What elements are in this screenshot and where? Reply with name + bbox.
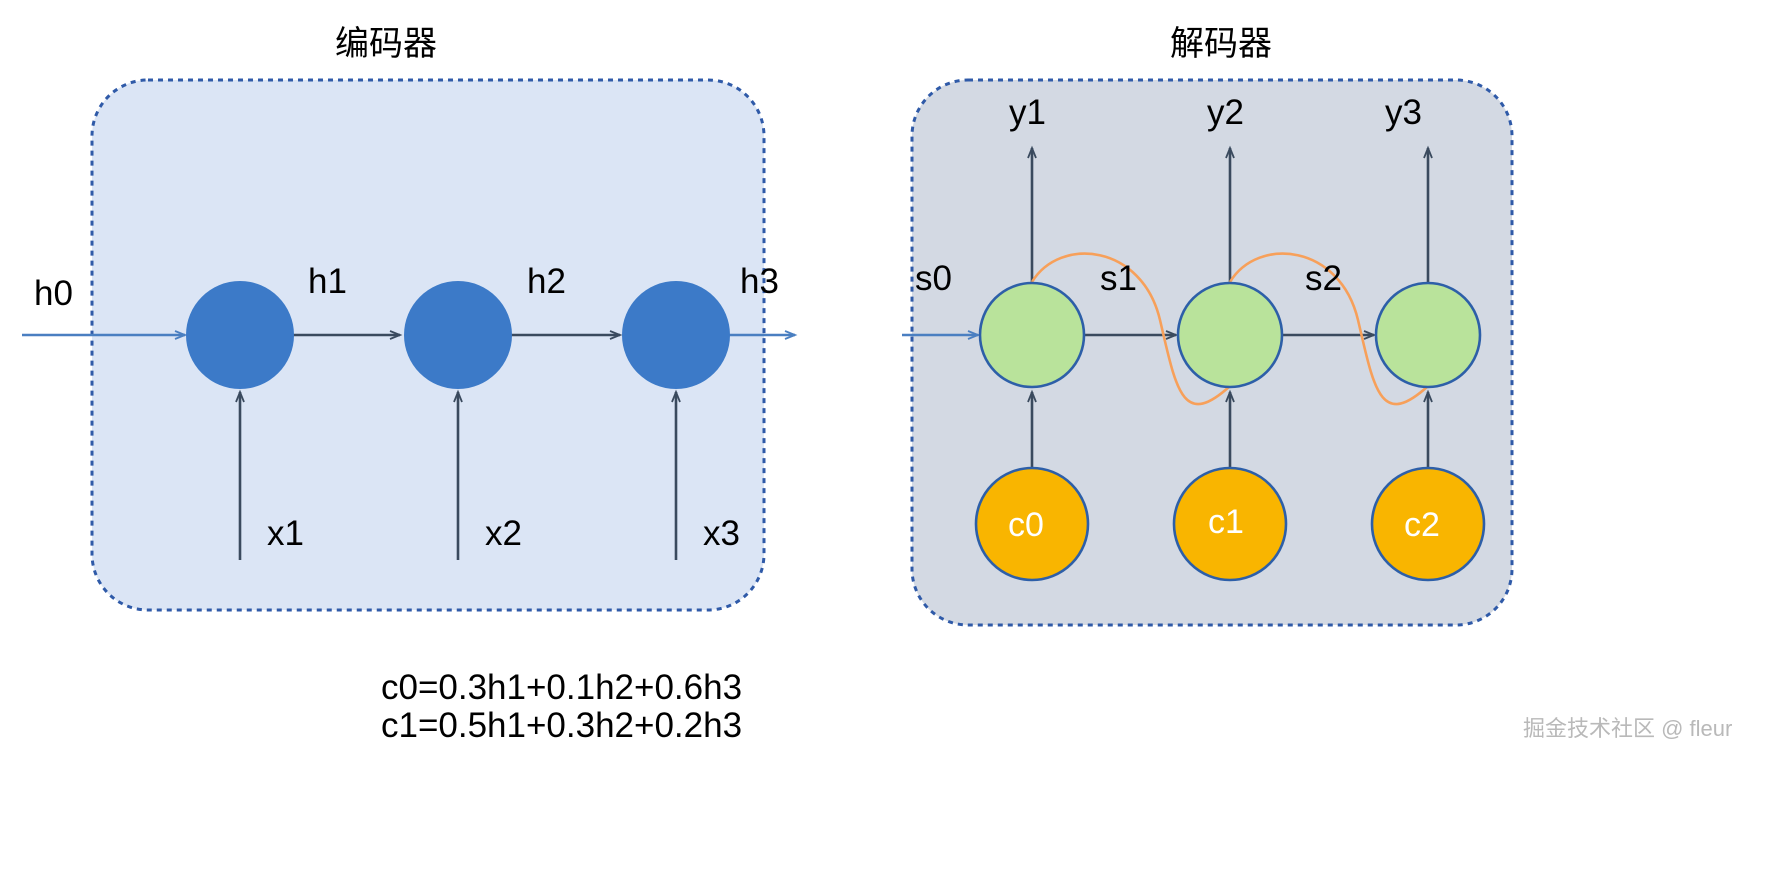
decoder-context-label-c0: c0 [1008, 506, 1044, 544]
encoder-node-h1 [186, 281, 294, 389]
encoder-label-x3: x3 [703, 514, 740, 553]
encoder-label-x2: x2 [485, 514, 522, 553]
decoder-recurrent-curve-1 [1030, 252, 1231, 406]
watermark: 掘金技术社区 @ fleur [1523, 716, 1733, 741]
decoder-context-node-c0 [974, 466, 1090, 582]
decoder-label-y3: y3 [1385, 93, 1422, 132]
decoder-node-s3 [1374, 281, 1482, 389]
decoder-context-label-c1: c1 [1208, 503, 1244, 541]
encoder-title: 编码器 [335, 25, 437, 63]
decoder-title: 解码器 [1170, 25, 1272, 63]
formula-c0: c0=0.3h1+0.1h2+0.6h3 [381, 668, 743, 707]
encoder-label-x1: x1 [267, 514, 304, 553]
decoder-context-node-c1 [1172, 466, 1288, 582]
decoder-label-s1: s1 [1100, 259, 1137, 298]
encoder-node-h3 [622, 281, 730, 389]
decoder-context-node-c2 [1370, 466, 1486, 582]
encoder-label-h2: h2 [527, 262, 566, 301]
decoder-node-s1 [978, 281, 1086, 389]
decoder-label-y1: y1 [1009, 93, 1046, 132]
encoder-label-h0: h0 [34, 274, 73, 313]
encoder-node-h2 [404, 281, 512, 389]
decoder-context-label-c2: c2 [1404, 506, 1440, 544]
decoder-label-s2: s2 [1305, 259, 1342, 298]
decoder-label-s0: s0 [915, 259, 952, 298]
formula-c1: c1=0.5h1+0.3h2+0.2h3 [381, 706, 743, 745]
encoder-label-h3: h3 [740, 262, 779, 301]
decoder-node-s2 [1176, 281, 1284, 389]
decoder-label-y2: y2 [1207, 93, 1244, 132]
encoder-label-h1: h1 [308, 262, 347, 301]
decoder-recurrent-curve-2 [1228, 252, 1429, 406]
